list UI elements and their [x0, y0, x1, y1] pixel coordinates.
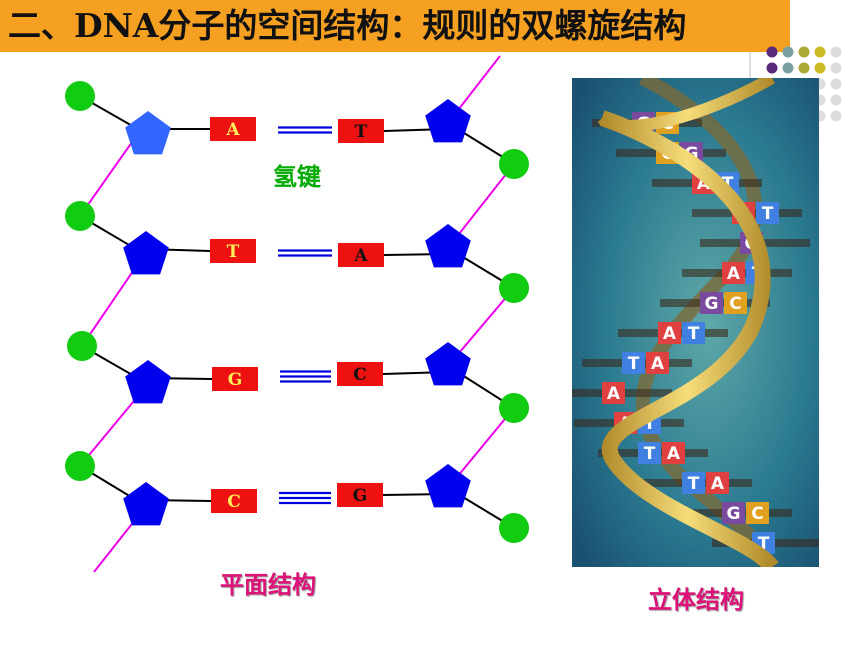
- helix-base-letter: T: [688, 324, 700, 344]
- deoxyribose-pentagon: [425, 99, 471, 143]
- base-label-right: T: [355, 122, 368, 142]
- helix-base-block: [756, 202, 779, 224]
- page-title: 二、DNA分子的空间结构：规则的双螺旋结构: [8, 6, 687, 45]
- helix-strand-top: [597, 78, 775, 132]
- corner-dot: [798, 46, 810, 58]
- helix-base-letter: C: [751, 504, 763, 524]
- helix-base-letter: G: [727, 504, 741, 524]
- corner-dot: [814, 46, 826, 58]
- helix-base-block: [700, 292, 723, 314]
- helix-strand-front: [599, 110, 779, 567]
- phosphate-circle: [499, 393, 529, 423]
- base-box-right: [338, 243, 384, 267]
- corner-dot: [782, 62, 794, 74]
- base-label-left: A: [225, 120, 240, 140]
- left-backbone-segment: [79, 134, 138, 217]
- helix-base-letter: T: [628, 354, 640, 374]
- phosphate-circle: [499, 513, 529, 543]
- base-label-left: G: [228, 370, 243, 390]
- deoxyribose-pentagon: [125, 111, 171, 155]
- planar-structure-caption: 平面结构: [220, 571, 316, 599]
- deoxyribose-pentagon: [425, 224, 471, 268]
- base-box-left: [211, 489, 257, 513]
- phosphate-circle: [67, 331, 97, 361]
- helix-base-letter: G: [705, 294, 719, 314]
- phosphate-circle: [499, 273, 529, 303]
- helix-base-block: [662, 442, 685, 464]
- helix-base-letter: A: [607, 384, 621, 404]
- corner-dot: [766, 62, 778, 74]
- base-box-left: [210, 117, 256, 141]
- helix-base-block: [646, 352, 669, 374]
- helix-base-block: [602, 382, 625, 404]
- corner-dot: [830, 94, 842, 106]
- helix-base-block: [682, 472, 705, 494]
- deoxyribose-pentagon: [125, 360, 171, 404]
- phosphate-circle: [65, 451, 95, 481]
- corner-dot: [830, 78, 842, 90]
- helix-base-letter: A: [727, 264, 741, 284]
- 3d-structure-caption: 立体结构: [648, 586, 744, 614]
- base-box-right: [338, 119, 384, 143]
- corner-dot: [830, 110, 842, 122]
- helix-base-block: [746, 502, 769, 524]
- base-label-right: G: [353, 486, 368, 506]
- deoxyribose-pentagon: [425, 342, 471, 386]
- deoxyribose-pentagon: [425, 464, 471, 508]
- corner-dot: [782, 46, 794, 58]
- corner-dot: [798, 62, 810, 74]
- helix-rung: A: [572, 382, 672, 404]
- base-label-left: C: [227, 492, 241, 512]
- corner-dot: [830, 62, 842, 74]
- base-box-right: [337, 362, 383, 386]
- helix-base-letter: T: [688, 474, 700, 494]
- helix-base-letter: A: [663, 324, 677, 344]
- base-box-left: [210, 239, 256, 263]
- deoxyribose-pentagon: [123, 482, 169, 526]
- helix-base-block: [638, 442, 661, 464]
- helix-base-block: [724, 292, 747, 314]
- helix-base-block: [622, 352, 645, 374]
- corner-dot: [814, 62, 826, 74]
- corner-dot: [766, 46, 778, 58]
- title-bar: [0, 0, 790, 52]
- deoxyribose-pentagon: [123, 231, 169, 275]
- helix-base-block: [682, 322, 705, 344]
- base-box-left: [212, 367, 258, 391]
- phosphate-circle: [499, 149, 529, 179]
- base-label-left: T: [227, 242, 240, 262]
- helix-base-block: [658, 322, 681, 344]
- helix-base-letter: T: [644, 444, 656, 464]
- corner-dot: [830, 46, 842, 58]
- phosphate-circle: [65, 201, 95, 231]
- phosphate-circle: [65, 81, 95, 111]
- helix-base-block: [706, 472, 729, 494]
- helix-base-letter: C: [729, 294, 741, 314]
- helix-base-block: [722, 502, 745, 524]
- helix-base-letter: A: [711, 474, 725, 494]
- base-label-right: C: [353, 365, 367, 385]
- base-label-right: A: [353, 246, 368, 266]
- helix-base-letter: T: [762, 204, 774, 224]
- helix-base-block: [722, 262, 745, 284]
- hydrogen-bond-label: 氢键: [273, 163, 321, 191]
- helix-base-letter: A: [667, 444, 681, 464]
- base-box-right: [337, 483, 383, 507]
- helix-base-letter: A: [651, 354, 665, 374]
- decorative-corner-dots: [766, 46, 842, 122]
